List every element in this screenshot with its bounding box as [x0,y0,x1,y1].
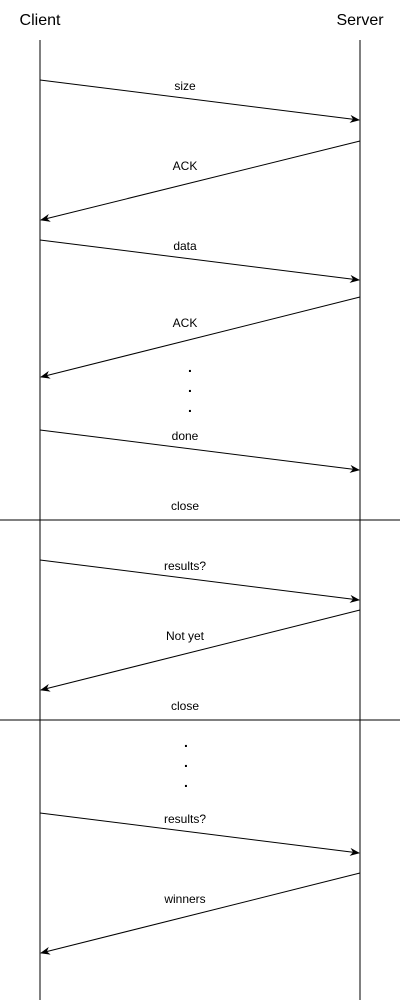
message-ack: ACK [40,140,361,222]
message-label: ACK [173,316,198,330]
ellipsis-dot: . [184,754,188,770]
server-participant-label: Server [336,12,384,29]
ellipsis-dot: . [184,774,188,790]
message-results: results? [39,812,360,856]
ellipsis-dot: . [184,734,188,750]
message-data: data [39,239,360,283]
message-label: winners [163,892,205,906]
message-label: ACK [173,159,198,173]
ellipsis-group: . . . [184,734,188,790]
message-size: size [39,79,360,123]
message-label: done [172,429,199,443]
message-arrow [39,812,360,856]
ellipsis-dot: . [188,379,192,395]
message-arrow [40,609,361,692]
separator-close: close [0,499,400,521]
message-arrow [39,79,360,123]
message-arrow [39,559,360,603]
message-winners: winners [40,872,361,955]
message-label: results? [164,559,206,573]
ellipsis-group: . . . [188,359,192,415]
message-arrow [40,872,361,955]
message-not-yet: Not yet [40,609,361,692]
message-results: results? [39,559,360,603]
separator-label: close [171,499,199,513]
message-label: results? [164,812,206,826]
message-done: done [39,429,360,473]
message-ack: ACK [40,296,361,379]
message-arrow [39,429,360,473]
ellipsis-dot: . [188,399,192,415]
separator-close: close [0,699,400,721]
message-label: Not yet [166,629,205,643]
message-arrow [40,296,361,379]
separator-label: close [171,699,199,713]
client-participant-label: Client [20,12,61,29]
message-label: size [174,79,196,93]
ellipsis-dot: . [188,359,192,375]
message-arrow [39,239,360,283]
message-arrow [40,140,361,222]
message-label: data [173,239,197,253]
